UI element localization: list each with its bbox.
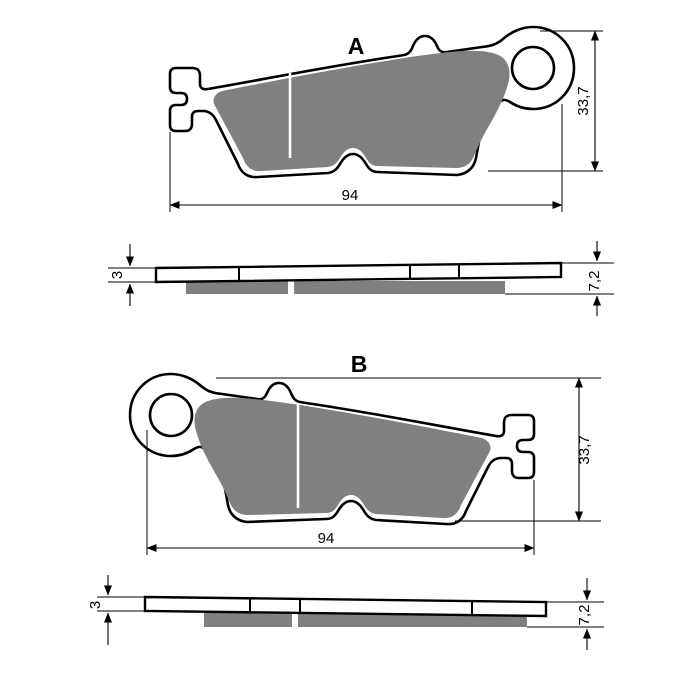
pad-b-total-thickness-dimension: 7,2 [527, 578, 604, 650]
pad-a-side-friction [186, 281, 288, 294]
pad-a-height-dimension: 33,7 [488, 30, 603, 172]
pad-a-group: A 33,7 94 [108, 25, 614, 316]
pad-b-height-dimension: 33,7 [216, 377, 601, 522]
pad-b-group: B 33,7 94 [87, 351, 604, 650]
pad-b-length-dimension: 94 [146, 430, 535, 555]
pad-a-mounting-hole [510, 45, 556, 91]
pad-a-length-dimension: 94 [169, 104, 563, 212]
pad-b-length-value: 94 [318, 530, 335, 547]
pad-a-plate-thickness-dimension: 3 [108, 244, 156, 306]
pad-a-side-view: 3 7,2 [108, 241, 614, 316]
pad-b-backing-plate [143, 595, 548, 618]
pad-b-mounting-hole [148, 392, 194, 438]
pad-a-total-thickness-dimension: 7,2 [505, 241, 614, 316]
part-label-b: B [351, 351, 368, 377]
pad-a-height-value: 33,7 [575, 86, 592, 115]
pad-b-friction-material [194, 397, 491, 519]
pad-b-plan-view [128, 372, 536, 526]
pad-b-height-value: 33,7 [576, 435, 593, 464]
pad-a-plate-thickness-value: 3 [109, 271, 126, 279]
pad-b-side-friction-2 [298, 613, 527, 627]
part-label-a: A [348, 33, 365, 59]
pad-b-plate-thickness-value: 3 [87, 601, 104, 609]
pad-b-plate-thickness-dimension: 3 [87, 575, 145, 645]
pad-b-side-friction [204, 613, 292, 627]
pad-a-side-friction-2 [294, 281, 505, 294]
pad-a-plan-view [168, 25, 576, 179]
pad-a-friction-material [213, 50, 510, 172]
pad-a-backing-plate [154, 261, 563, 284]
pad-b-side-view: 3 7,2 [87, 575, 604, 650]
pad-a-total-thickness-value: 7,2 [586, 271, 603, 292]
pad-a-length-value: 94 [342, 187, 359, 204]
pad-b-total-thickness-value: 7,2 [576, 605, 593, 626]
